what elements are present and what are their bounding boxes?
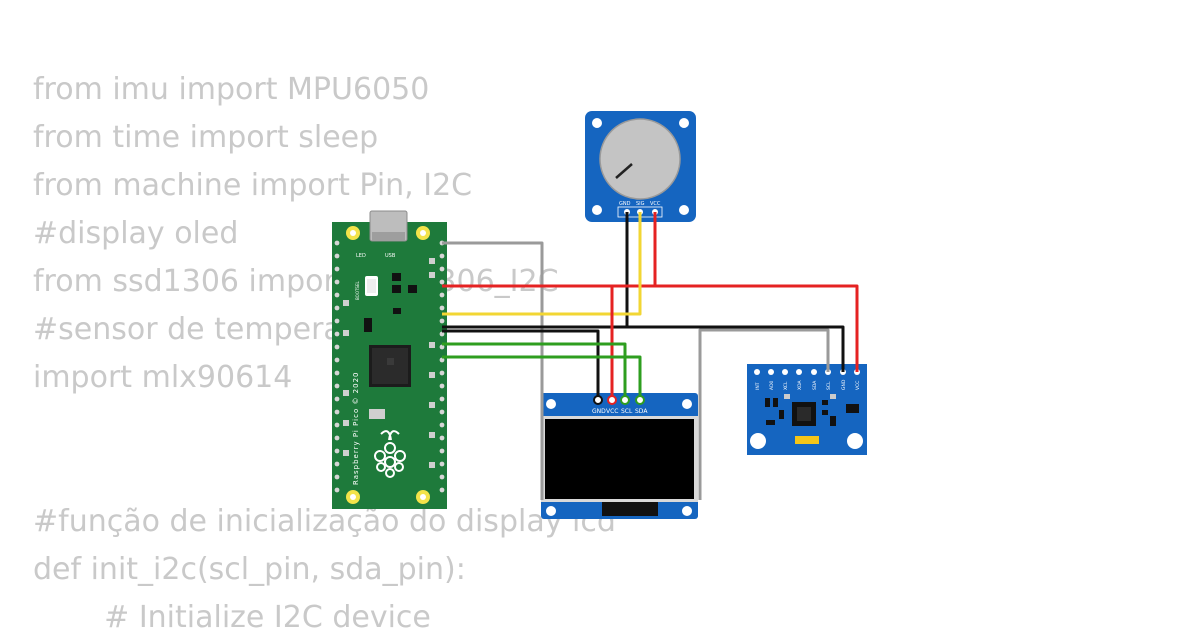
mpu-pin-label: INT — [755, 382, 761, 390]
mpu-pin-label: VCC — [855, 381, 861, 390]
code-line: #função de inicialização do display lcd — [33, 504, 616, 539]
pico-right-pin-header — [439, 240, 445, 493]
oled-pin-label: SCL — [621, 408, 633, 415]
wire-pot-gnd — [442, 212, 629, 329]
code-line: #display oled — [33, 216, 239, 251]
mpu-pin-label: SDA — [812, 380, 818, 390]
wire-pot-sig — [442, 212, 642, 316]
pico-left-pin-header — [334, 240, 340, 493]
wire-mpu-vcc — [655, 284, 859, 372]
raspberry-pi-pico[interactable]: LED USB BOOTSEL Raspberry Pi Pico © 2020 — [332, 210, 447, 509]
oled-screen — [545, 419, 694, 499]
oled-pin-label: GND — [592, 408, 606, 415]
wire-pot-vcc — [442, 212, 657, 288]
wire-mpu-scl — [698, 328, 830, 500]
wire-pico-gray — [442, 241, 544, 500]
pot-pin-label: GND — [619, 201, 631, 207]
pico-board-text: Raspberry Pi Pico © 2020 — [352, 372, 360, 486]
mpu-pin-label: AD0 — [769, 380, 775, 390]
code-line: from ssd1306 import SSD1306_I2C — [33, 264, 559, 299]
mpu-pin-label: XCL — [783, 381, 789, 390]
code-line: from imu import MPU6050 — [33, 72, 430, 107]
wiring — [442, 212, 859, 500]
oled-pin-label: SDA — [635, 408, 648, 415]
wire-oled-gnd — [442, 329, 600, 399]
mpu-pin-label: XDA — [797, 380, 803, 390]
oled-header-pins — [593, 395, 645, 405]
code-snippet: from imu import MPU6050 from time import … — [33, 66, 616, 642]
code-line: from time import sleep — [33, 120, 379, 155]
potentiometer-module[interactable]: GND SIG VCC — [585, 111, 696, 222]
code-line: # Initialize I2C device — [66, 600, 431, 635]
knob-indicator — [615, 163, 633, 179]
pot-pin-label: VCC — [650, 201, 661, 207]
raspberry-logo-icon — [374, 430, 406, 478]
pico-usb-label: USB — [385, 253, 396, 259]
wire-oled-scl — [442, 342, 627, 399]
pico-bootsel-label: BOOTSEL — [355, 281, 360, 300]
flash-chip — [369, 409, 385, 419]
mpu6050-module[interactable]: INT AD0 XCL XDA SDA SCL GND VCC — [747, 364, 867, 455]
oled-pin-label: VCC — [606, 408, 618, 415]
mpu-pin-label: GND — [841, 379, 847, 390]
mpu-pin-label: SCL — [826, 381, 832, 390]
pot-pin-label: SIG — [636, 201, 645, 207]
potentiometer-knob[interactable] — [599, 118, 681, 200]
code-line: import mlx90614 — [33, 360, 293, 395]
oled-display-module[interactable]: GND VCC SCL SDA — [541, 393, 698, 519]
code-line: def init_i2c(scl_pin, sda_pin): — [33, 552, 466, 587]
wire-mpu-gnd — [627, 325, 845, 372]
wire-oled-sda — [442, 355, 642, 399]
pico-led-label: LED — [356, 253, 366, 259]
mpu-capacitor — [795, 436, 819, 444]
code-line: from machine import Pin, I2C — [33, 168, 473, 203]
